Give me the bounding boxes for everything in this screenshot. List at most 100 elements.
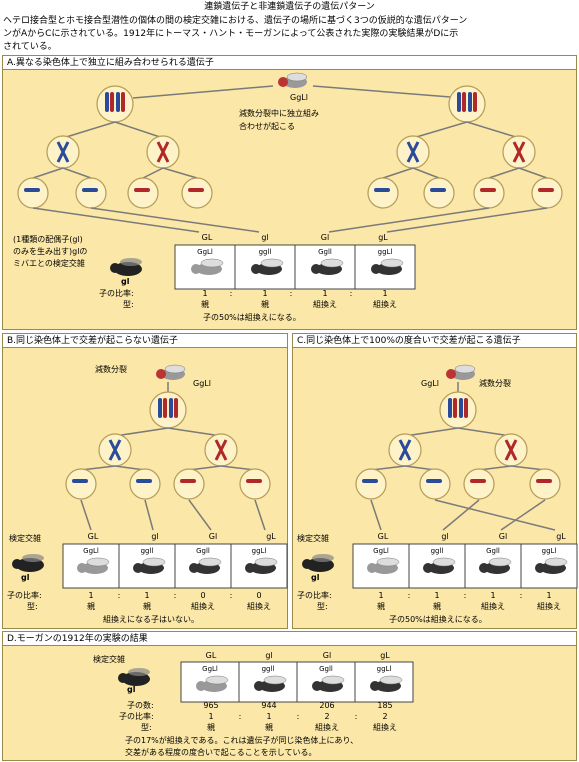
panel-a-tester-genotype: gl — [121, 277, 130, 286]
panel-a-tester-text-1: (1種類の配偶子(gl) — [13, 234, 83, 244]
panel-d-ratio-label: 子の比率: — [119, 711, 154, 721]
chromatid-pair — [406, 141, 420, 163]
panel-a-gamete-2: Gl — [321, 233, 329, 242]
panel-c-ratio-4: 1 — [490, 591, 495, 600]
panel-b-offspring-label-3: ggLl — [252, 547, 267, 555]
gamete-cell — [531, 177, 563, 209]
chromatid-pair — [56, 141, 70, 163]
intro-line-2: ンがAからCに示されている。1912年にトーマス・ハント・モーガンによって公表さ… — [3, 29, 459, 39]
gamete-cell — [423, 177, 455, 209]
panel-d-cross-label: 検定交雑 — [93, 654, 125, 664]
chromosome-blue — [457, 92, 461, 112]
panel-c: C.同じ染色体上で100%の度合いで交差が起こる遺伝子 GgLl 減数分裂 GL… — [292, 333, 578, 629]
panel-a-offspring-label-0: GgLl — [197, 248, 213, 256]
tester-fly-icon — [110, 258, 142, 276]
panel-c-cross-label: 検定交雑 — [297, 533, 329, 543]
panel-d-ratio-0: 1 — [208, 712, 213, 721]
connector-arrow — [188, 499, 212, 531]
chromosome-blue — [468, 92, 472, 112]
intro-line-1: ヘテロ接合型とホモ接合型潜性の個体の間の検定交雑における、遺伝子の場所に基づく3… — [3, 16, 468, 26]
offspring-fly-icon — [371, 258, 404, 275]
panel-b-gamete-0: GL — [88, 532, 99, 541]
panel-b-cross-label: 検定交雑 — [9, 533, 41, 543]
connector-arrow — [457, 427, 512, 437]
gamete-chromosome — [72, 479, 88, 483]
panel-b-title: B.同じ染色体上で交差が起こらない遺伝子 — [3, 334, 287, 348]
panel-c-type-2: 組換え — [481, 601, 505, 611]
connector-arrow — [114, 427, 169, 437]
panel-c-title: C.同じ染色体上で100%の度合いで交差が起こる遺伝子 — [293, 334, 576, 348]
connector-arrow — [382, 167, 414, 179]
panel-c-type-3: 組換え — [537, 601, 561, 611]
gamete-chromosome — [470, 479, 486, 483]
connector-arrow — [510, 465, 546, 471]
panel-c-ratio-1: : — [408, 591, 411, 600]
panel-d-summary-1: 子の17%が組換えである。これは遺伝子が同じ染色体上にあり、 — [125, 735, 358, 745]
panel-a-ratio-0: 1 — [202, 289, 207, 298]
offspring-fly-icon — [312, 675, 345, 692]
panel-b-ratio-1: : — [118, 591, 121, 600]
connector-arrow — [142, 167, 164, 179]
connector-arrow — [370, 499, 382, 531]
panel-c-tester-genotype: gl — [311, 573, 320, 582]
panel-a-type-1: 親 — [261, 299, 269, 309]
parent-cell — [448, 85, 486, 123]
connector-arrow — [132, 85, 274, 99]
chromatid-pair — [214, 439, 228, 461]
panel-d-count-1: 944 — [261, 701, 276, 710]
panel-d-offspring-label-1: ggll — [262, 665, 275, 673]
panel-b-offspring-label-1: ggll — [141, 547, 154, 555]
parent-cell — [439, 391, 477, 429]
connector-arrow — [412, 167, 440, 179]
panel-c-ratio-3: : — [464, 591, 467, 600]
panel-b-ratio-0: 1 — [88, 591, 93, 600]
panel-a-type-3: 組換え — [373, 299, 397, 309]
panel-d-offspring-label-2: Ggll — [319, 665, 333, 673]
panel-d-type-1: 親 — [265, 722, 273, 732]
panel-b-offspring-label-0: GgLl — [83, 547, 99, 555]
gamete-chromosome — [188, 188, 204, 192]
panel-b-ratio-2: 1 — [144, 591, 149, 600]
gamete-cell — [181, 177, 213, 209]
panel-b-type-label: 型: — [27, 602, 38, 611]
panel-c-ratio-5: : — [520, 591, 523, 600]
panel-a-title: A.異なる染色体上で独立に組み合わせられる遺伝子 — [3, 56, 576, 70]
chromosome-red — [464, 398, 468, 418]
connector-arrow — [254, 499, 266, 531]
offspring-fly-icon — [423, 557, 456, 574]
panel-d-offspring-label-0: GgLl — [202, 665, 218, 673]
gamete-cell — [65, 468, 97, 500]
panel-d-tester-genotype: gl — [127, 685, 136, 694]
connector-arrow — [90, 207, 260, 233]
parent-cell — [96, 85, 134, 123]
panel-b-type-0: 親 — [87, 601, 95, 611]
panel-a-offspring-label-2: Ggll — [318, 248, 332, 256]
offspring-fly-icon — [196, 675, 229, 692]
panel-b-type-2: 組換え — [191, 601, 215, 611]
parent-fly-icon — [156, 364, 186, 380]
offspring-fly-icon — [189, 557, 222, 574]
chromosome-blue — [448, 398, 452, 418]
chromosome-red — [462, 92, 466, 112]
panel-b-gamete-1: gl — [151, 532, 158, 541]
gamete-chromosome — [480, 188, 496, 192]
panel-a-type-2: 組換え — [313, 299, 337, 309]
connector-arrow — [32, 207, 200, 233]
gamete-cell — [463, 468, 495, 500]
panel-d-title: D.モーガンの1912年の実験の結果 — [3, 632, 576, 646]
panel-d-gamete-3: gL — [380, 651, 390, 660]
connector-arrow — [80, 465, 116, 471]
panel-b-meiosis-label: 減数分裂 — [95, 364, 127, 374]
panel-d-gamete-1: gl — [265, 651, 272, 660]
panel-a-note-2: 合わせが起こる — [239, 121, 295, 131]
panel-a-ratio-4: 1 — [322, 289, 327, 298]
gamete-chromosome — [24, 188, 40, 192]
panel-a-tester-text-3: ミバエとの検定交雑 — [13, 258, 85, 268]
chromosome-red — [473, 92, 477, 112]
panel-d-count-0: 965 — [203, 701, 218, 710]
gamete-chromosome — [362, 479, 378, 483]
panel-b-ratio-6: 0 — [256, 591, 261, 600]
connector-arrow — [162, 167, 198, 179]
